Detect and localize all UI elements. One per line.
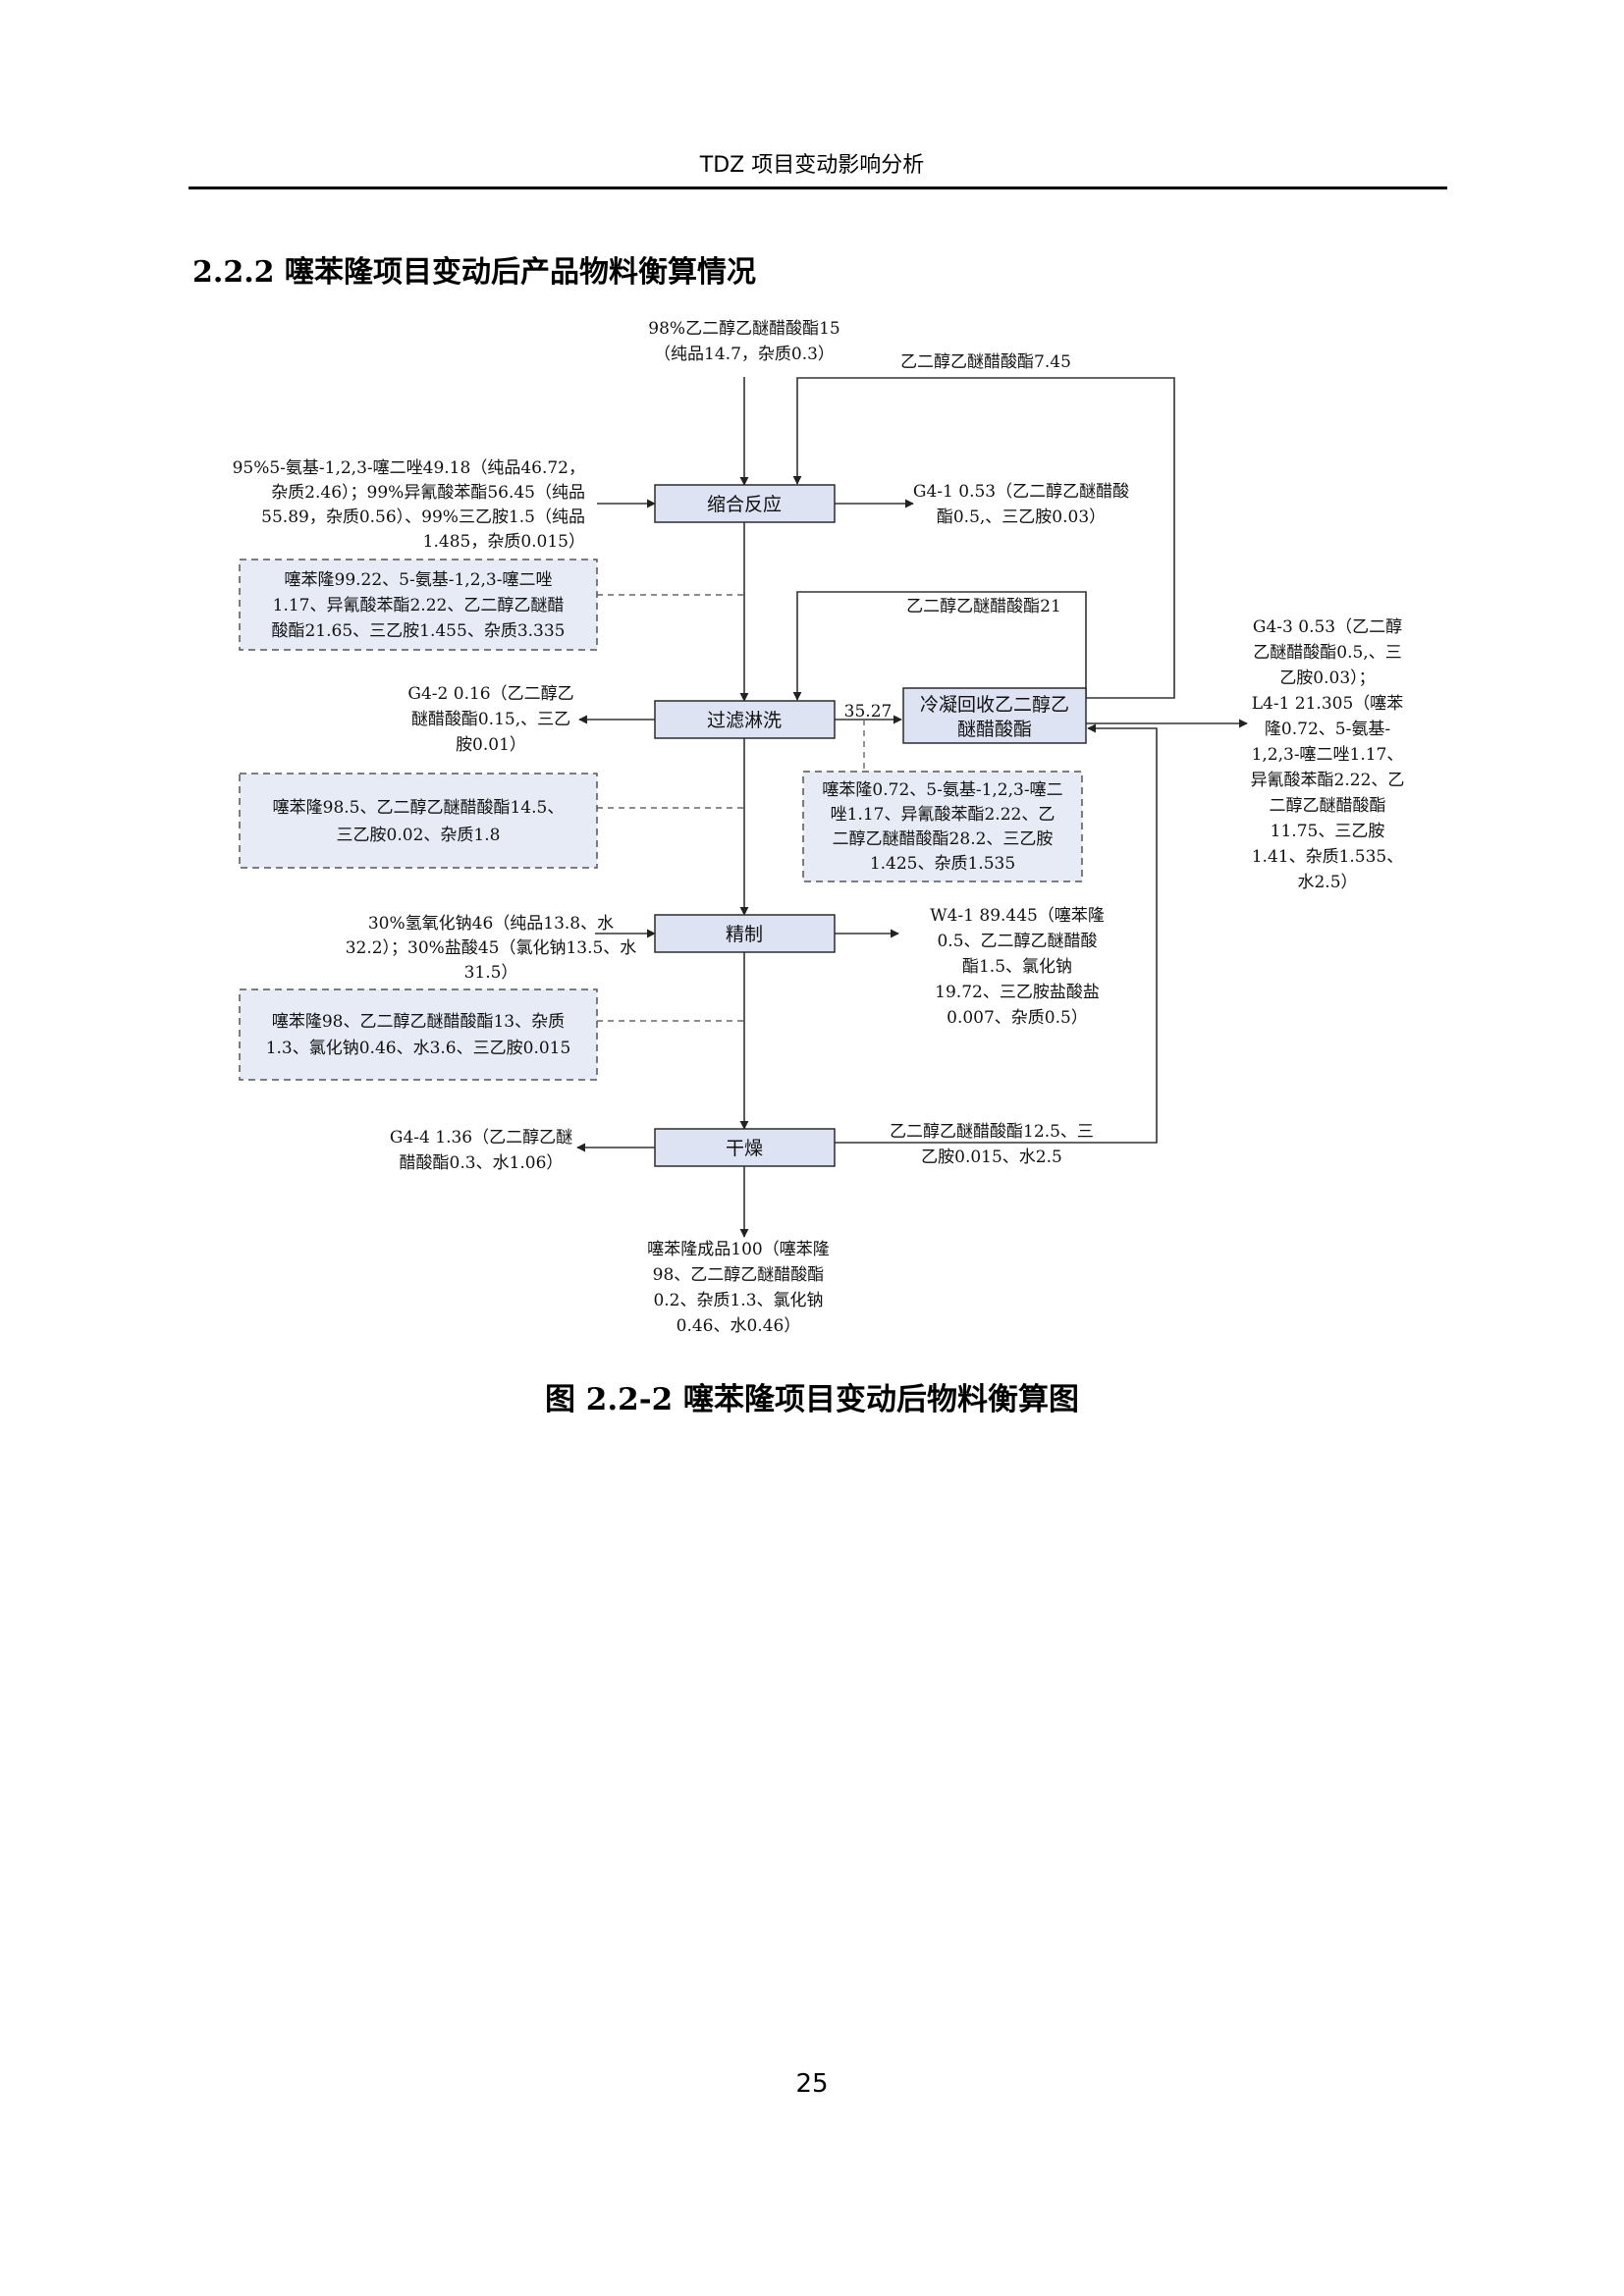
note-line: 唑1.17、异氰酸苯酯2.22、乙 [831, 805, 1056, 825]
label-g4-1: G4-1 0.53（乙二醇乙醚醋酸 酯0.5,、三乙胺0.03） [913, 482, 1129, 527]
note-line: 1.425、杂质1.535 [870, 854, 1015, 874]
label-filtrate: 35.27 [844, 702, 893, 721]
section-title: 2.2.2 噻苯隆项目变动后产品物料衡算情况 [192, 255, 756, 290]
label-g4-3-l4-1: G4-3 0.53（乙二醇 乙醚醋酸酯0.5,、三 乙胺0.03）； L4-1 … [1251, 617, 1405, 892]
node-condense-recover: 冷凝回收乙二醇乙 醚醋酸酯 [902, 687, 1087, 744]
label-product: 噻苯隆成品100（噻苯隆 98、乙二醇乙醚醋酸酯 0.2、杂质1.3、氯化钠 0… [647, 1240, 829, 1336]
label-line: 0.007、杂质0.5） [947, 1008, 1088, 1028]
label-line: 噻苯隆成品100（噻苯隆 [647, 1240, 829, 1259]
label-line: 隆0.72、5-氨基- [1265, 720, 1390, 739]
page-header: TDZ 项目变动影响分析 [699, 153, 925, 178]
node-label: 精制 [726, 924, 763, 945]
label-line: G4-3 0.53（乙二醇 [1253, 617, 1402, 637]
label-g4-4: G4-4 1.36（乙二醇乙醚 醋酸酯0.3、水1.06） [390, 1128, 572, 1173]
label-line: 0.46、水0.46） [677, 1316, 801, 1336]
label-line: 二醇乙醚醋酸酯 [1270, 796, 1386, 816]
label-naoh-hcl: 30%氢氧化钠46（纯品13.8、水 32.2）；30%盐酸45（氯化钠13.5… [346, 914, 637, 983]
label-line: （纯品14.7，杂质0.3） [654, 345, 835, 364]
node-label: 干燥 [726, 1138, 763, 1159]
note-line: 噻苯隆99.22、5-氨基-1,2,3-噻二唑 [285, 570, 553, 590]
label-line: 1.41、杂质1.535、 [1252, 847, 1404, 867]
label-top-feed: 98%乙二醇乙醚醋酸酯15 （纯品14.7，杂质0.3） [648, 319, 839, 364]
label-line: 19.72、三乙胺盐酸盐 [935, 983, 1100, 1002]
note-after-condensation: 噻苯隆99.22、5-氨基-1,2,3-噻二唑 1.17、异氰酸苯酯2.22、乙… [239, 559, 598, 651]
label-line: 乙二醇乙醚醋酸酯12.5、三 [890, 1122, 1094, 1142]
label-line: 醚醋酸酯0.15,、三乙 [411, 710, 570, 729]
note-line: 噻苯隆98.5、乙二醇乙醚醋酸酯14.5、 [273, 798, 565, 818]
note-filtrate: 噻苯隆0.72、5-氨基-1,2,3-噻二 唑1.17、异氰酸苯酯2.22、乙 … [802, 771, 1083, 882]
node-label: 过滤淋洗 [707, 710, 782, 731]
label-line: 1.485，杂质0.015） [423, 532, 585, 552]
label-line: 胺0.01） [456, 735, 526, 755]
label-line: 98、乙二醇乙醚醋酸酯 [653, 1265, 825, 1285]
node-refine: 精制 [654, 914, 836, 953]
page-number: 25 [795, 2069, 829, 2099]
label-line: G4-4 1.36（乙二醇乙醚 [390, 1128, 572, 1148]
label-line: 杂质2.46）；99%异氰酸苯酯56.45（纯品 [271, 483, 585, 503]
label-line: 1,2,3-噻二唑1.17、 [1252, 745, 1404, 765]
label-line: 32.2）；30%盐酸45（氯化钠13.5、水 [346, 938, 637, 958]
note-line: 1.17、异氰酸苯酯2.22、乙二醇乙醚醋 [273, 596, 565, 615]
label-recycle-top: 乙二醇乙醚醋酸酯7.45 [900, 352, 1071, 372]
note-line: 三乙胺0.02、杂质1.8 [337, 826, 501, 845]
label-recycle-mid: 乙二醇乙醚醋酸酯21 [906, 597, 1061, 616]
label-line: 酯0.5,、三乙胺0.03） [937, 507, 1106, 527]
label-line: 水2.5） [1297, 873, 1357, 892]
node-label: 醚醋酸酯 [957, 719, 1032, 740]
recycle-loop-top [792, 377, 1175, 699]
note-line: 1.3、氯化钠0.46、水3.6、三乙胺0.015 [266, 1039, 571, 1058]
label-line: 55.89，杂质0.56）、99%三乙胺1.5（纯品 [261, 507, 585, 527]
dry-to-recover-loop [835, 723, 1158, 1144]
note-after-filter: 噻苯隆98.5、乙二醇乙醚醋酸酯14.5、 三乙胺0.02、杂质1.8 [239, 773, 598, 869]
label-line: 乙醚醋酸酯0.5,、三 [1253, 643, 1401, 663]
label-line: G4-1 0.53（乙二醇乙醚醋酸 [913, 482, 1129, 502]
label-line: 30%氢氧化钠46（纯品13.8、水 [368, 914, 614, 934]
label-line: 异氰酸苯酯2.22、乙 [1251, 771, 1405, 790]
node-condensation: 缩合反应 [654, 484, 836, 523]
label-line: 酯1.5、氯化钠 [962, 957, 1072, 977]
note-line: 噻苯隆98、乙二醇乙醚醋酸酯13、杂质 [272, 1012, 565, 1032]
label-line: 乙胺0.03）； [1279, 668, 1375, 688]
node-dry: 干燥 [654, 1128, 836, 1167]
label-left-feed: 95%5-氨基-1,2,3-噻二唑49.18（纯品46.72， 杂质2.46）；… [233, 458, 585, 552]
node-label: 冷凝回收乙二醇乙 [920, 694, 1069, 716]
note-line: 酸酯21.65、三乙胺1.455、杂质3.335 [271, 621, 565, 641]
label-line: 95%5-氨基-1,2,3-噻二唑49.18（纯品46.72， [233, 458, 585, 478]
label-line: L4-1 21.305（噻苯 [1252, 694, 1404, 714]
header-rule [189, 187, 1447, 189]
note-line: 二醇乙醚醋酸酯28.2、三乙胺 [833, 829, 1054, 849]
note-line: 噻苯隆0.72、5-氨基-1,2,3-噻二 [822, 780, 1062, 800]
label-line: 0.5、乙二醇乙醚醋酸 [937, 932, 1097, 951]
label-line: 醋酸酯0.3、水1.06） [400, 1153, 564, 1173]
label-line: G4-2 0.16（乙二醇乙 [407, 684, 573, 704]
figure-caption: 图 2.2-2 噻苯隆项目变动后物料衡算图 [545, 1382, 1079, 1417]
label-line: 0.2、杂质1.3、氯化钠 [653, 1291, 823, 1310]
label-line: 乙胺0.015、水2.5 [921, 1148, 1062, 1167]
label-w4-1: W4-1 89.445（噻苯隆 0.5、乙二醇乙醚醋酸 酯1.5、氯化钠 19.… [930, 906, 1105, 1028]
label-line: 31.5） [464, 963, 518, 983]
label-line: 11.75、三乙胺 [1271, 822, 1385, 841]
label-g4-2: G4-2 0.16（乙二醇乙 醚醋酸酯0.15,、三乙 胺0.01） [407, 684, 573, 755]
label-line: W4-1 89.445（噻苯隆 [930, 906, 1105, 926]
node-filter-wash: 过滤淋洗 [654, 700, 836, 739]
recycle-loop-mid [792, 591, 1087, 701]
node-label: 缩合反应 [707, 494, 782, 515]
label-dry-to-recover: 乙二醇乙醚醋酸酯12.5、三 乙胺0.015、水2.5 [890, 1122, 1094, 1167]
note-after-refine: 噻苯隆98、乙二醇乙醚醋酸酯13、杂质 1.3、氯化钠0.46、水3.6、三乙胺… [239, 988, 598, 1081]
label-line: 98%乙二醇乙醚醋酸酯15 [648, 319, 839, 339]
